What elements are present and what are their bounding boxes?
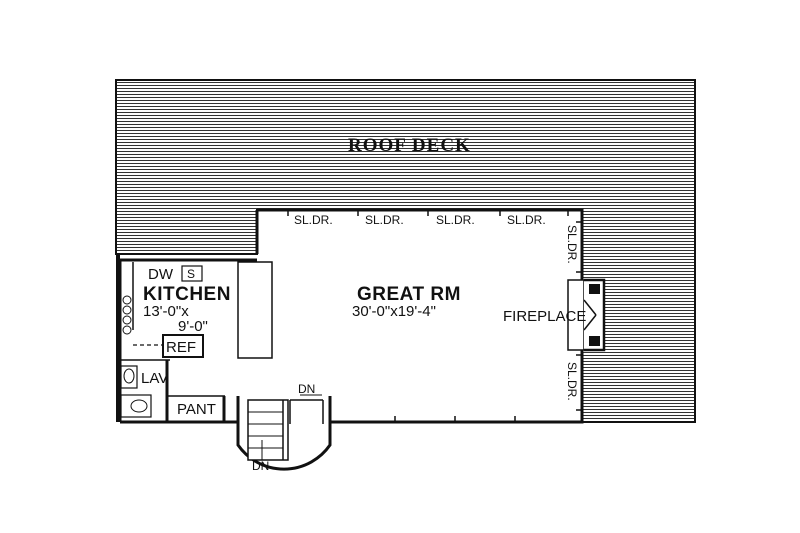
sliding-door-label-3: SL.DR. — [436, 213, 475, 227]
kitchen-dimensions-line-2: 9'-0" — [178, 318, 208, 335]
sliding-door-label-2: SL.DR. — [365, 213, 404, 227]
ref-box — [162, 334, 204, 358]
sink-label: S — [187, 267, 195, 281]
kitchen-counter — [237, 261, 273, 359]
roof-deck-label: ROOF DECK — [348, 135, 471, 156]
kitchen-walls — [118, 258, 257, 422]
great-room-dimensions: 30'-0"x19'-4" — [352, 303, 436, 320]
range-burners — [122, 295, 132, 335]
kitchen-label: KITCHEN — [143, 284, 231, 305]
sliding-door-label-1: SL.DR. — [294, 213, 333, 227]
kitchen-dimensions-line-1: 13'-0"x — [143, 303, 189, 320]
sliding-door-label-right-bottom: SL.DR. — [565, 362, 579, 401]
lav-sink — [123, 368, 135, 384]
dishwasher-label: DW — [148, 266, 174, 283]
sliding-door-label-right-top: SL.DR. — [565, 225, 579, 264]
lav-label: LAV — [141, 370, 168, 387]
sink-box — [181, 265, 203, 282]
roof-deck-area — [115, 79, 696, 423]
top-sliding-door-marks — [287, 210, 569, 216]
down-label-upper: DN — [298, 382, 315, 396]
lav-basin — [130, 399, 148, 413]
right-sliding-door-marks — [576, 221, 582, 411]
down-label-lower: DN — [252, 459, 269, 473]
fireplace — [567, 278, 606, 352]
pantry-label: PANT — [177, 401, 216, 418]
sliding-door-label-4: SL.DR. — [507, 213, 546, 227]
fireplace-label: FIREPLACE — [503, 308, 586, 325]
ref-label: REF — [166, 339, 196, 356]
stair-tower — [236, 394, 332, 471]
bottom-wall-marks — [394, 416, 516, 422]
great-room-label: GREAT RM — [357, 284, 461, 305]
roof-deck-left-edge — [116, 254, 120, 422]
